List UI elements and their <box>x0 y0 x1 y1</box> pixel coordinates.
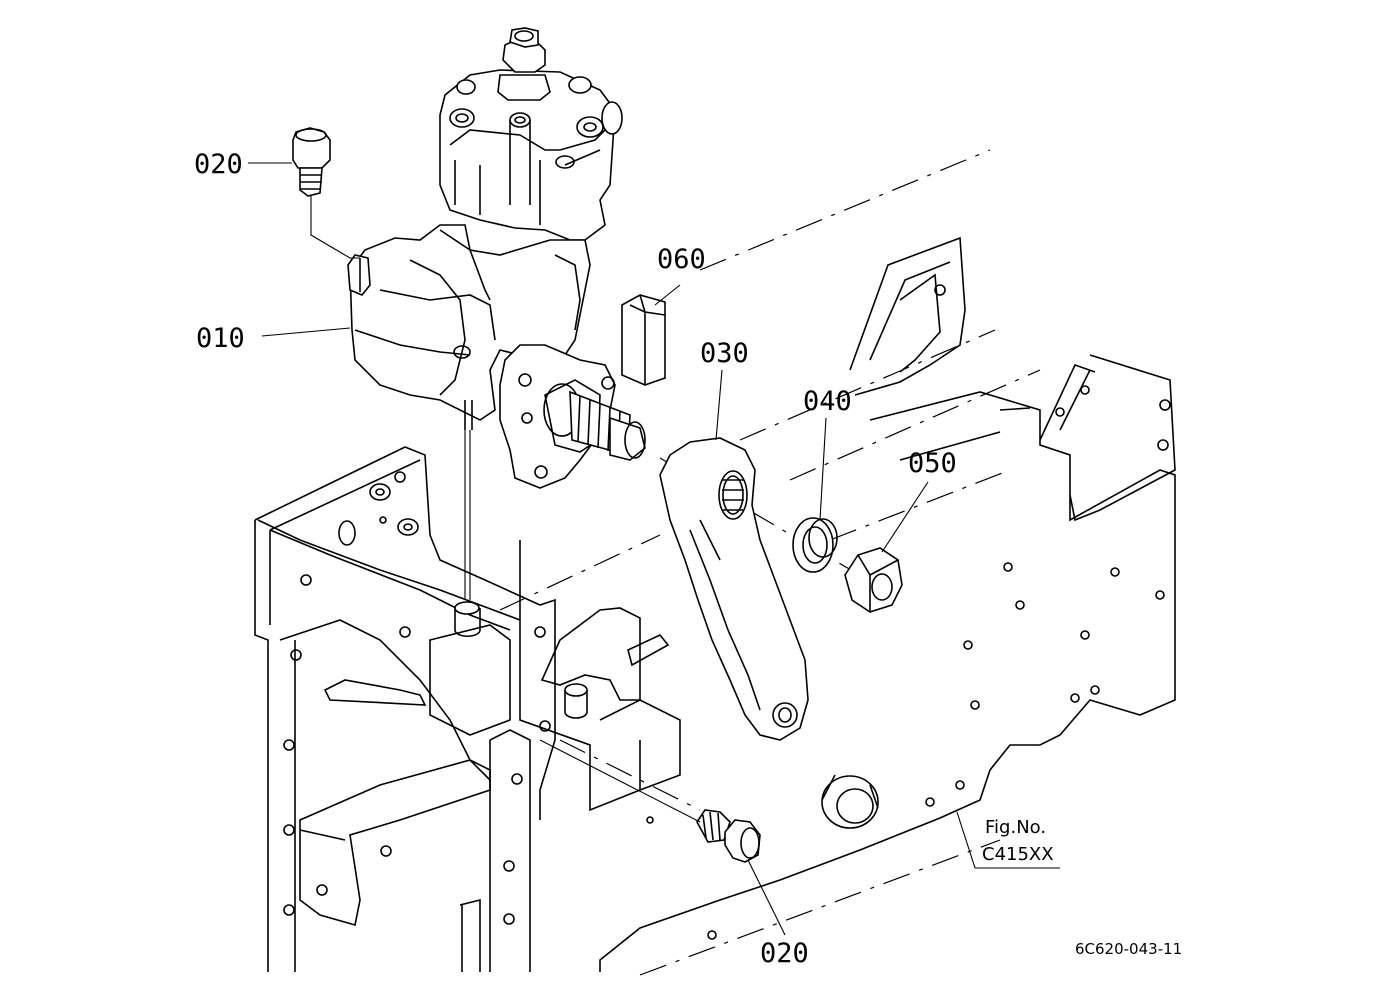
valve-top-fitting <box>497 27 551 101</box>
right-frame-plate <box>599 236 1176 972</box>
lock-washer <box>792 517 838 573</box>
left-frame <box>254 446 556 972</box>
fig-no-value: C415XX <box>982 844 1054 865</box>
hex-nut <box>844 547 903 613</box>
steering-gearbox <box>347 27 646 489</box>
centre-bracket <box>519 540 681 812</box>
label-010: 010 <box>196 323 245 354</box>
plate-nut-left <box>369 483 391 501</box>
leader-lines <box>248 162 1060 936</box>
gearbox-end-plug <box>347 254 371 296</box>
bleed-plug-top <box>292 127 360 259</box>
label-050: 050 <box>908 448 957 479</box>
label-020-bottom: 020 <box>760 938 809 969</box>
label-020-top: 020 <box>194 149 243 180</box>
fig-no-label: Fig.No. <box>985 817 1046 838</box>
plate-nut-right <box>397 518 419 536</box>
clip <box>621 294 666 386</box>
label-030: 030 <box>700 338 749 369</box>
bleed-plug-bottom <box>539 739 761 863</box>
drawing-code: 6C620-043-11 <box>1075 940 1182 958</box>
valve-right-cap <box>568 76 623 138</box>
valve-centre-cap <box>509 112 531 205</box>
label-060: 060 <box>657 244 706 275</box>
label-040: 040 <box>803 386 852 417</box>
centre-lines <box>499 149 1041 976</box>
valve-left-cap <box>449 79 476 128</box>
pitman-arm <box>659 437 809 741</box>
